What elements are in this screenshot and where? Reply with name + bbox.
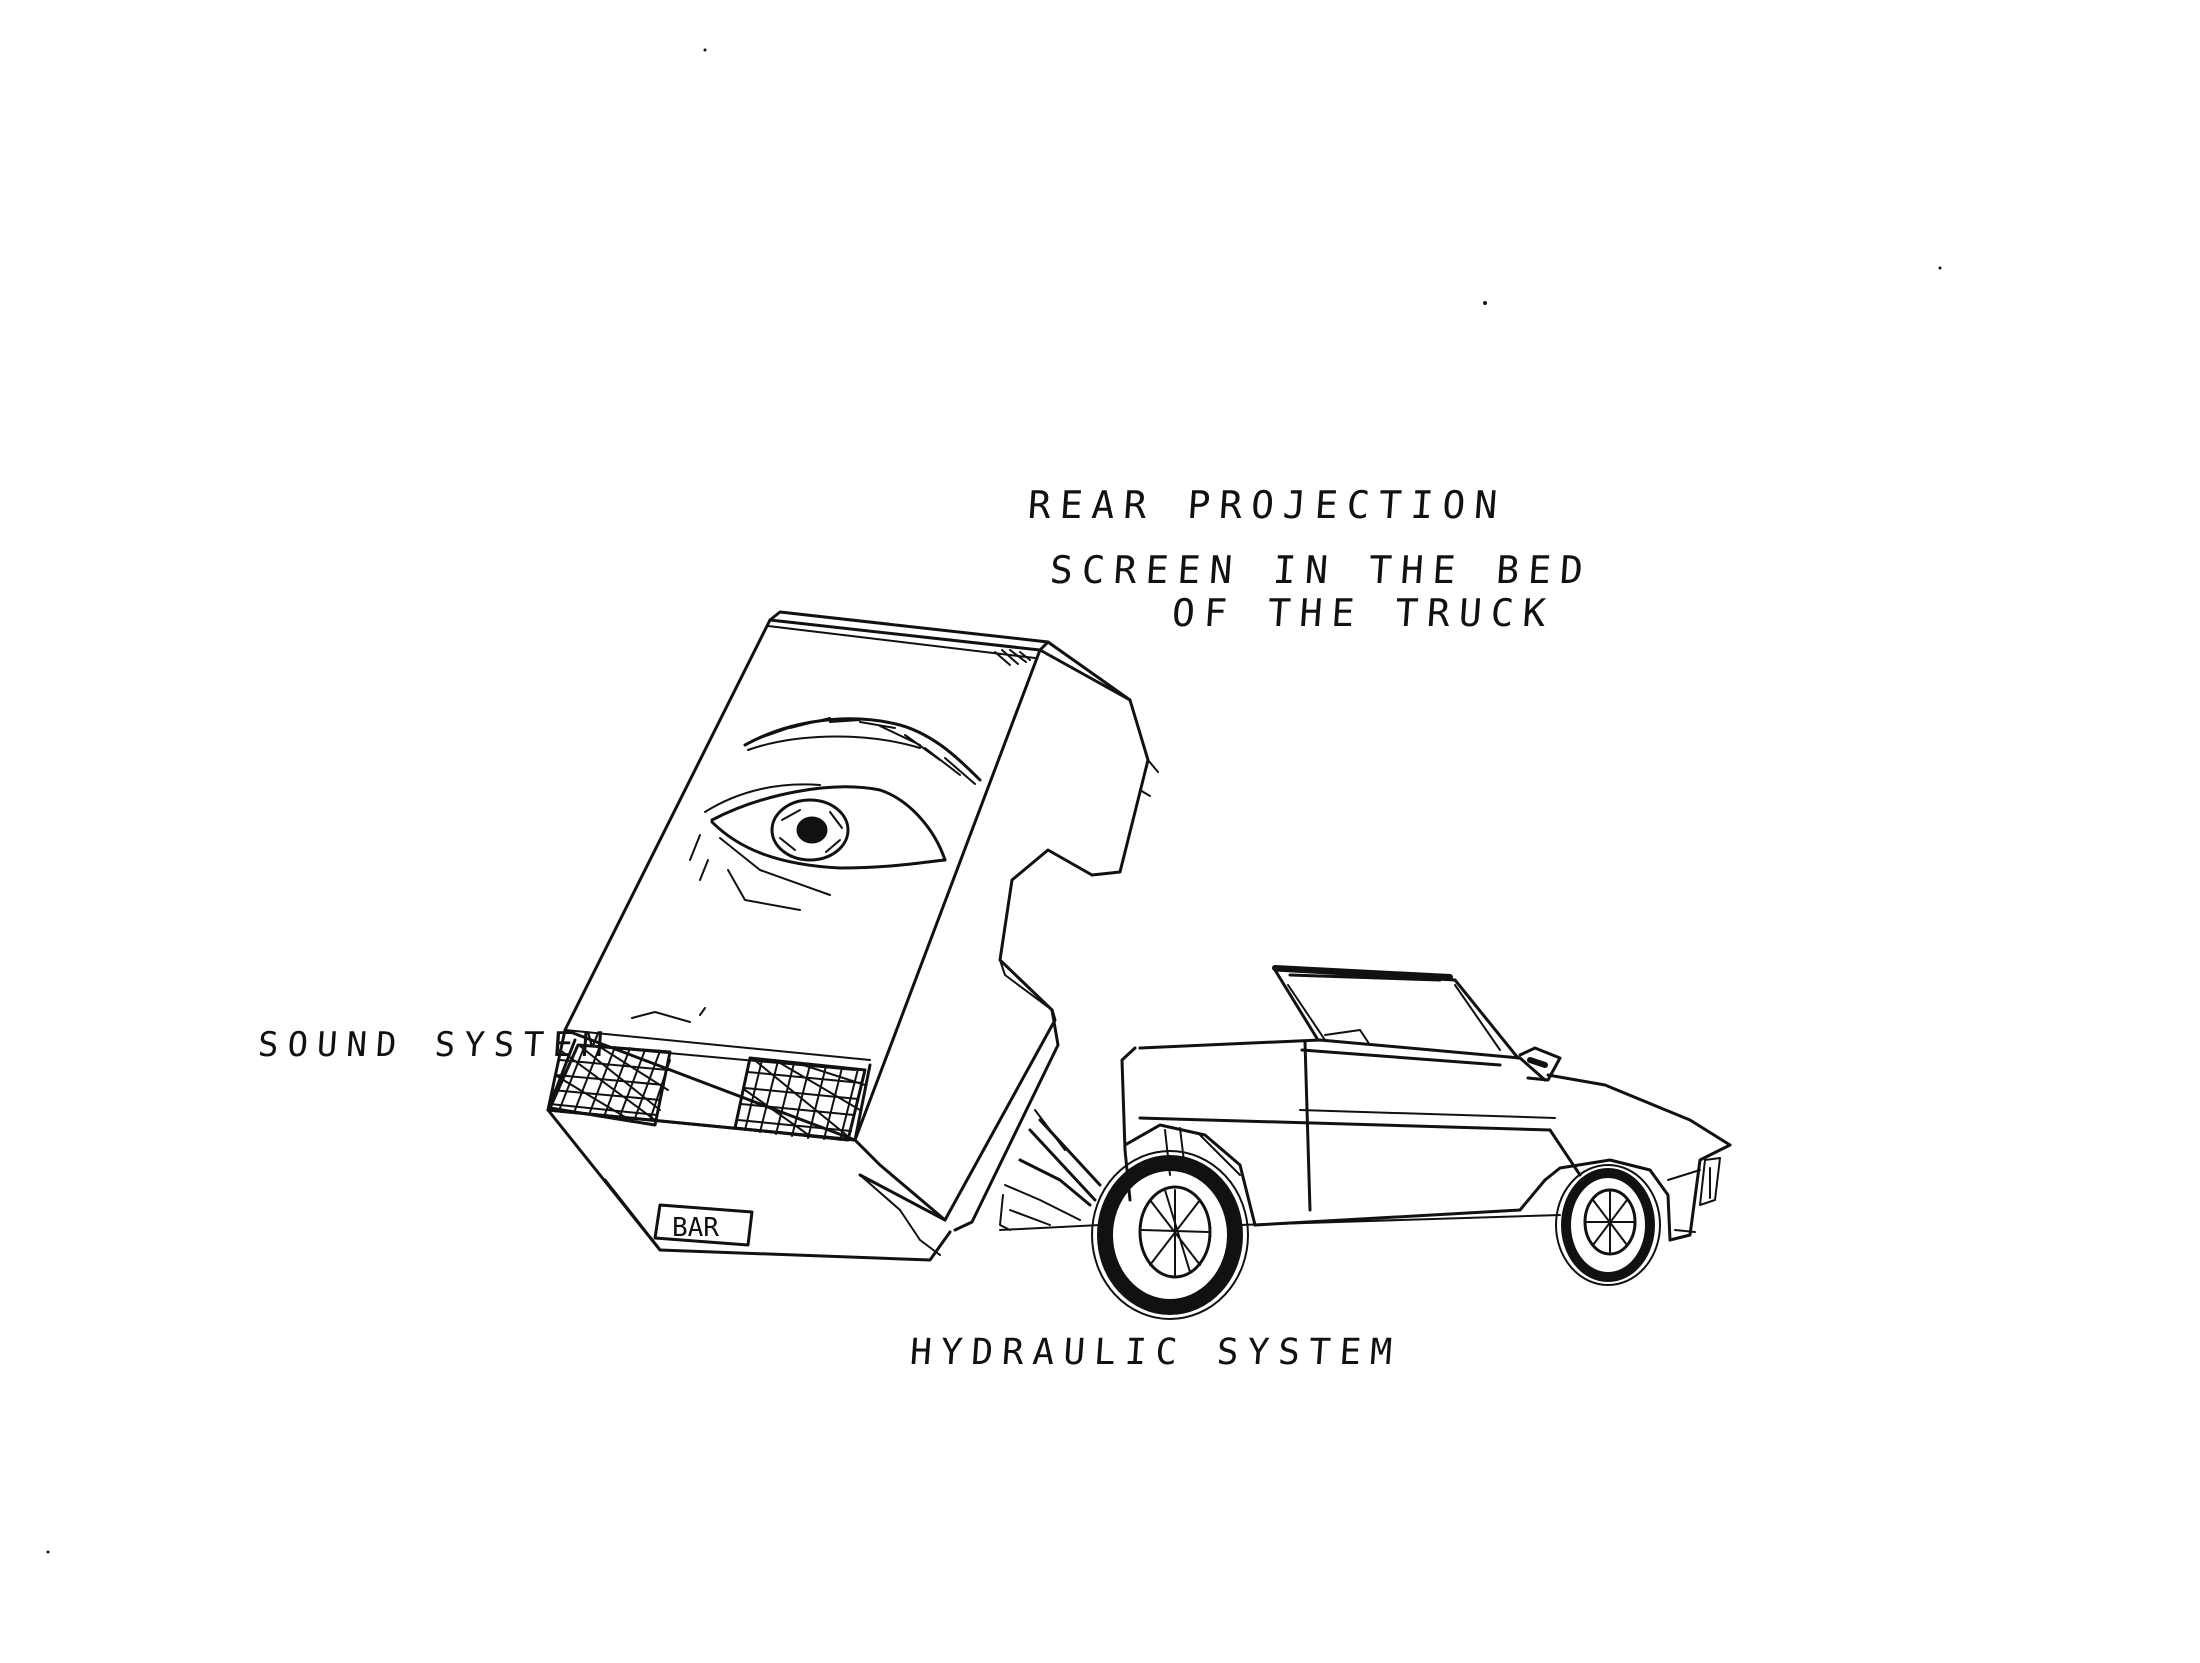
license-plate: BAR (653, 1203, 754, 1247)
paper-specks (46, 48, 1942, 1554)
speaker-grille-left (548, 1043, 672, 1127)
grille (1699, 1157, 1721, 1206)
windshield-top (1272, 965, 1453, 980)
screen-face-top-edge (767, 625, 1036, 659)
chassis-line (999, 1214, 1561, 1231)
eyebrow-hairs (759, 717, 976, 785)
label-rear-projection-line2: SCREEN IN THE BED (1048, 548, 1594, 592)
label-sound-system: SOUND SYSTEM (256, 1025, 614, 1065)
truck-body (1120, 965, 1732, 1242)
upper-eyelid (710, 785, 947, 862)
box-scribble-bottom (631, 1007, 706, 1023)
eyebrow (743, 717, 982, 782)
lower-lid-2 (719, 837, 831, 896)
front-wheel (1555, 1164, 1661, 1286)
door-outline (1300, 1040, 1502, 1212)
license-plate-frame (653, 1203, 754, 1247)
body-top-line (1138, 1038, 1547, 1082)
box-lower-panel (603, 1178, 662, 1252)
license-plate-text: BAR (672, 1213, 719, 1243)
front-rim (1583, 1188, 1637, 1256)
box-scribble-side (1139, 759, 1159, 797)
box-top-right (1046, 640, 1150, 877)
box-side-face (1038, 648, 1132, 702)
box-scribble-top (994, 649, 1031, 666)
front-tire-outer (1555, 1164, 1661, 1286)
rear-tire (1097, 1155, 1243, 1315)
hydraulic-arms (999, 1109, 1102, 1231)
speaker-grille-left-mesh (549, 1044, 671, 1121)
iris (770, 798, 850, 862)
rear-rim-spokes (1141, 1189, 1209, 1276)
eyebrow-underline (747, 735, 921, 751)
lid-crease (704, 783, 821, 813)
sound-system-speakers (546, 1038, 872, 1142)
rear-rim (1138, 1185, 1212, 1279)
front-tire (1561, 1168, 1655, 1282)
hood (1546, 1073, 1732, 1147)
hydraulic-arm-3 (1004, 1184, 1081, 1226)
lower-eyelid (710, 820, 947, 870)
projection-screen-box (546, 610, 1159, 1262)
a-pillar (1518, 1046, 1562, 1082)
hydraulic-bracket (999, 1109, 1066, 1231)
rear-wheel (1091, 1150, 1249, 1320)
rear-tire-outer (1091, 1150, 1249, 1320)
box-lower-panel-side (859, 1174, 941, 1256)
box-bottom-crease (564, 1029, 871, 1061)
hydraulic-arm-1 (1028, 1118, 1102, 1202)
windshield-inner (1287, 984, 1501, 1051)
front-fender (1543, 1128, 1672, 1242)
body-side-line (1138, 1116, 1552, 1132)
projected-eye (689, 717, 982, 911)
box-side-lower (953, 1008, 1060, 1232)
mirror (1527, 1057, 1548, 1068)
box-side-cap (999, 959, 1053, 1011)
door-line-2 (1299, 1109, 1556, 1119)
label-rear-projection-line1: REAR PROJECTION (1026, 483, 1508, 527)
front-rim-spokes (1586, 1191, 1634, 1253)
front-bumper (1667, 1169, 1701, 1233)
label-rear-projection-line3: OF THE TRUCK (1170, 591, 1557, 635)
windshield-frame (1273, 968, 1520, 1060)
eye-side-marks (689, 834, 801, 911)
iris-detail (779, 809, 843, 853)
body-bottom-line (1253, 1178, 1547, 1227)
front-end (1668, 1143, 1732, 1242)
label-hydraulic-system: HYDRAULIC SYSTEM (908, 1332, 1403, 1373)
hydraulic-arm-2 (1018, 1158, 1092, 1207)
pupil (796, 816, 828, 844)
rear-fender (1123, 1123, 1257, 1227)
box-top-face (768, 610, 1050, 652)
box-side-notch (858, 848, 1094, 1222)
speaker-grille-right-mesh (737, 1057, 866, 1141)
